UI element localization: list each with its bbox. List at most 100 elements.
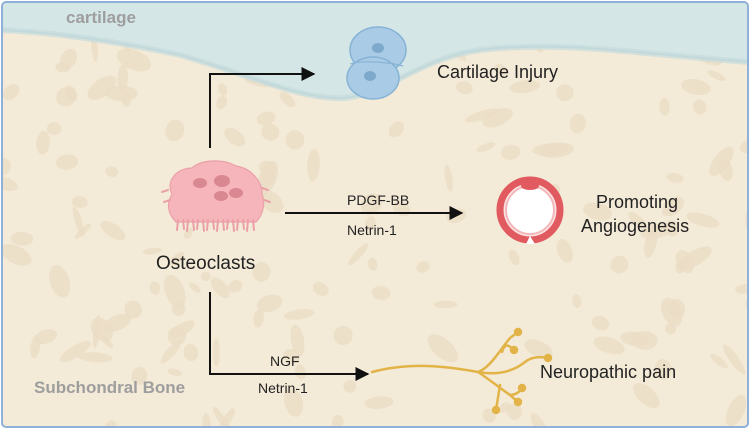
bone-pore [105,166,119,178]
bone-pore [90,317,114,342]
mediator-netrin-1-angiogenesis: Netrin-1 [347,222,397,238]
osteoclast-ruffle [202,219,205,232]
bone-pore [555,84,574,102]
bone-pore [2,176,19,191]
osteoclast-ruffle [186,219,189,232]
bone-pore [163,274,186,308]
bone-pore [169,251,185,266]
bone-pore [569,113,586,134]
bone-pore [659,98,670,116]
angiogenesis-label-line-1: Promoting [596,192,679,212]
bone-pore [256,111,276,126]
bone-pore [681,78,711,95]
cartilage-injury-label: Cartilage Injury [437,62,559,82]
osteoclast-ruffle [232,219,235,232]
bone-pore [71,196,88,208]
bone-pore [36,130,50,155]
bone-pore [283,309,315,320]
bone-pore [664,323,677,335]
bone-pore [686,212,720,228]
cartilage-surface-line [2,27,748,102]
bone-pore [285,130,305,150]
bone-pore [77,352,113,363]
angiogenesis-label-line-2: Angiogenesis [581,216,690,236]
bone-pore [427,334,459,363]
bone-pore [482,408,496,423]
bone-pore [591,315,610,331]
bone-pore [253,309,265,328]
osteoclast-ruffle [222,219,225,231]
bone-pore [444,164,453,192]
bone-pore [202,413,211,427]
neuropathic-pain-label: Neuropathic pain [540,362,677,382]
bone-pore [30,334,41,359]
bone-pore [360,193,383,215]
bone-pore [216,95,228,110]
mediator-pdgf-bb: PDGF-BB [347,192,410,208]
bone-pore [218,83,228,96]
bone-pore [364,396,394,409]
bone-pore [509,79,540,94]
bone-pore [556,239,573,263]
osteoclast-ruffle [242,219,245,230]
osteoclast-ruffle [161,189,169,193]
bone-pore [530,412,547,427]
bone-pore [654,359,672,380]
bone-pore [628,211,647,229]
bone-pore [666,172,684,183]
bone-pore [371,285,391,301]
osteoclasts-label: Osteoclasts [156,253,256,274]
bone-pore [183,343,199,362]
chondrocyte-icon [346,26,407,100]
bone-pore [364,216,376,231]
bone-pore [294,364,307,380]
bone-pore [456,81,473,95]
bone-pore [72,206,85,237]
bone-pore [116,48,152,72]
bone-pore [258,190,284,213]
bone-pore [660,297,683,327]
osteoclast-ruffle [182,219,185,230]
bone-pore [100,221,126,241]
bone-pore [725,394,747,427]
bone-pore [416,260,430,273]
bone-pore [675,250,695,274]
bone-pore [65,85,78,102]
bone-pore [261,123,280,141]
osteoclast-ruffle [246,219,249,232]
blood-vessel-icon [496,176,564,244]
bone-pore [610,255,629,274]
bone-pore [228,280,243,293]
bone-pore [149,281,161,295]
osteoclast-ruffle [252,219,255,231]
bone-pore [34,329,58,345]
osteoclast-ruffle [216,219,219,232]
bone-pore [200,271,211,282]
bone-pore [212,338,220,367]
bone-pore [532,142,570,156]
arrow-to-cartilage-injury [209,67,316,148]
subchondral-bone-region-label: Subchondral Bone [34,378,186,397]
bone-pore [465,108,501,123]
bone-pore [2,157,11,176]
bone-pore [433,300,458,309]
bone-pore [56,154,79,170]
bone-pore [2,83,20,101]
bone-pore [494,63,507,77]
arrow-to-neuropathic-pain [209,292,370,381]
bone-pore [572,294,582,308]
bone-pore [256,294,283,313]
bone-pore [506,403,523,420]
bone-pore [47,122,62,136]
bone-texture [2,27,748,427]
mediator-ngf: NGF [270,353,300,369]
osteoclast-ruffle [236,219,239,231]
bone-pore [99,333,114,349]
bone-pore [59,340,91,363]
bone-pore [104,420,118,427]
bone-pore [284,388,304,417]
osteoclast-ruffle [263,199,271,203]
bone-pore [142,247,162,255]
bone-pore [307,148,320,182]
bone-pore [500,144,521,160]
